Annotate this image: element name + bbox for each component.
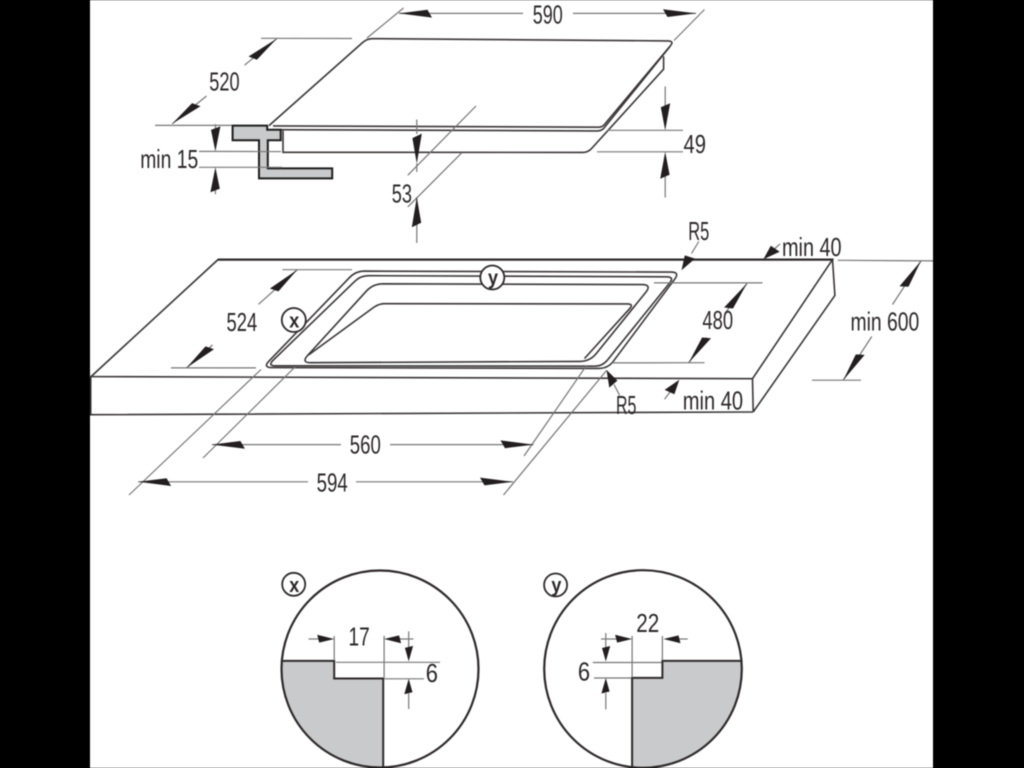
svg-text:R5: R5 (688, 216, 709, 246)
svg-text:6: 6 (426, 658, 438, 688)
svg-text:x: x (289, 311, 299, 333)
svg-text:524: 524 (227, 307, 258, 337)
svg-text:x: x (289, 575, 299, 597)
svg-text:min 15: min 15 (140, 144, 198, 174)
svg-text:590: 590 (533, 0, 563, 30)
svg-text:min 40: min 40 (683, 386, 743, 416)
svg-text:22: 22 (636, 608, 659, 638)
svg-text:520: 520 (209, 67, 239, 97)
svg-text:560: 560 (350, 430, 381, 460)
svg-text:y: y (488, 268, 499, 290)
svg-text:y: y (551, 575, 562, 597)
svg-text:594: 594 (317, 468, 348, 498)
svg-text:min 40: min 40 (782, 232, 842, 262)
svg-text:min 600: min 600 (851, 306, 920, 336)
svg-text:6: 6 (578, 657, 590, 687)
svg-text:R5: R5 (616, 390, 636, 420)
svg-text:49: 49 (684, 129, 707, 159)
svg-text:53: 53 (392, 178, 412, 208)
svg-text:480: 480 (702, 305, 733, 335)
svg-text:17: 17 (349, 621, 370, 651)
